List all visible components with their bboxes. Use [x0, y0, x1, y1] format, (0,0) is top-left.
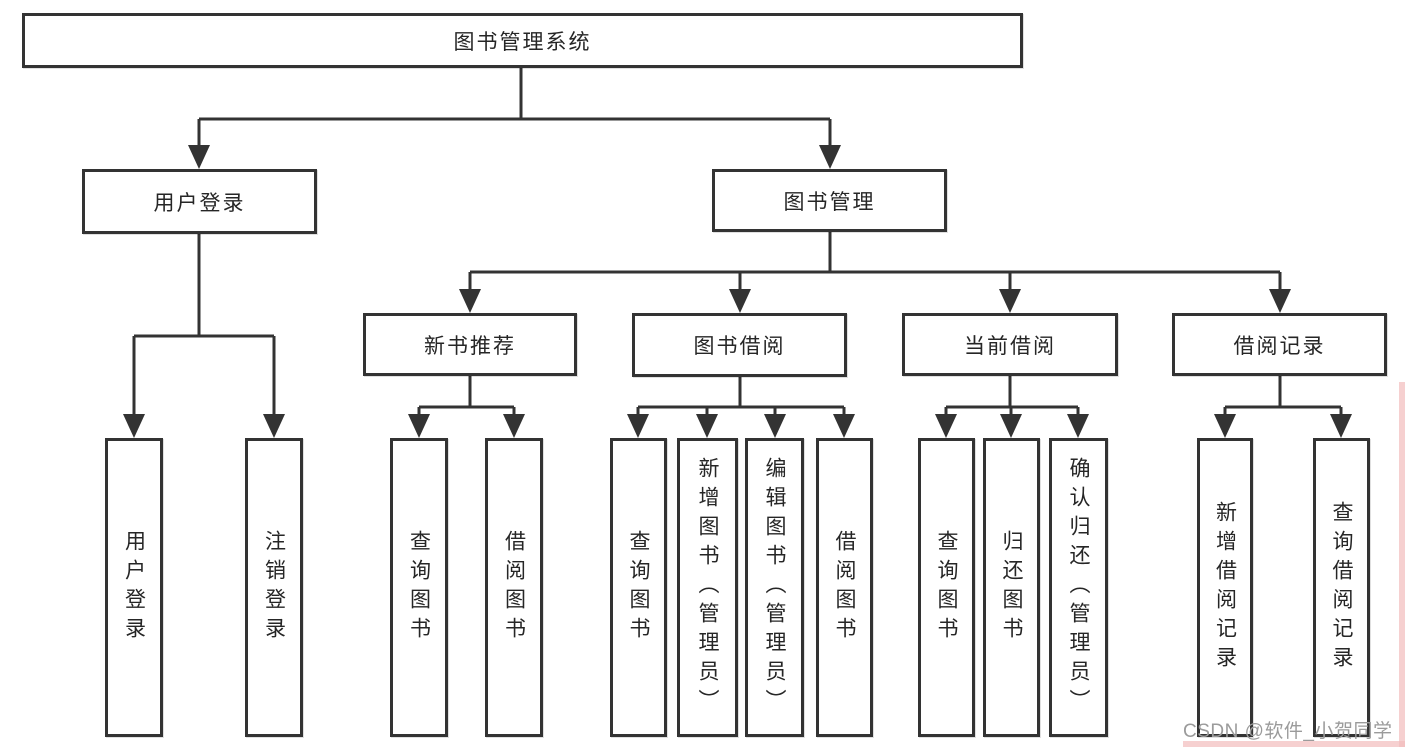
arrow-down-icon [459, 289, 481, 313]
leaf-edit-books-admin-label: 编辑图书（管理员） [763, 457, 786, 718]
arrow-down-icon [503, 414, 525, 438]
leaf-user-login-label: 用户登录 [122, 529, 146, 646]
leaf-edit-books-admin: 编辑图书（管理员） [745, 438, 804, 737]
connector-new-book-split [417, 376, 516, 420]
arrow-down-icon [764, 414, 786, 438]
leaf-recommend-borrow-books: 借阅图书 [485, 438, 543, 737]
leaf-logout: 注销登录 [245, 438, 303, 737]
arrow-down-icon [1269, 289, 1291, 313]
node-root: 图书管理系统 [22, 13, 1023, 68]
leaf-borrow-books: 借阅图书 [816, 438, 873, 737]
leaf-confirm-return-admin-label: 确认归还（管理员） [1067, 457, 1090, 718]
leaf-add-borrow-record-label: 新增借阅记录 [1213, 500, 1237, 675]
arrow-down-icon [123, 414, 145, 438]
leaf-add-borrow-record: 新增借阅记录 [1197, 438, 1253, 737]
leaf-borrow-query-books: 查询图书 [610, 438, 667, 737]
leaf-recommend-borrow-books-label: 借阅图书 [502, 529, 526, 646]
leaf-return-books-label: 归还图书 [1000, 529, 1023, 646]
arrow-down-icon [696, 414, 718, 438]
leaf-query-borrow-record: 查询借阅记录 [1313, 438, 1370, 737]
node-user-login: 用户登录 [82, 169, 317, 234]
node-book-management-label: 图书管理 [783, 190, 876, 214]
node-root-label: 图书管理系统 [453, 30, 592, 54]
arrow-down-icon [1330, 414, 1352, 438]
arrow-down-icon [263, 414, 285, 438]
leaf-recommend-query-books-label: 查询图书 [407, 529, 431, 646]
leaf-add-books-admin-label: 新增图书（管理员） [696, 457, 719, 718]
arrowheads [123, 145, 1352, 438]
edge-tint-bottom [1183, 741, 1405, 747]
connector-borrow-records-split [1223, 376, 1343, 420]
arrow-down-icon [729, 289, 751, 313]
arrow-down-icon [1000, 414, 1022, 438]
csdn-watermark: CSDN @软件_小贺同学 [1183, 721, 1393, 742]
leaf-current-query-books: 查询图书 [918, 438, 975, 737]
node-new-book-recommend-label: 新书推荐 [424, 334, 516, 358]
leaf-current-query-books-label: 查询图书 [935, 529, 958, 646]
node-book-borrow: 图书借阅 [632, 313, 847, 377]
arrow-down-icon [408, 414, 430, 438]
arrow-down-icon [1214, 414, 1236, 438]
arrow-down-icon [935, 414, 957, 438]
leaf-return-books: 归还图书 [983, 438, 1040, 737]
arrow-down-icon [833, 414, 855, 438]
leaf-confirm-return-admin: 确认归还（管理员） [1049, 438, 1108, 737]
leaf-add-books-admin: 新增图书（管理员） [677, 438, 738, 737]
leaf-borrow-books-label: 借阅图书 [833, 529, 856, 646]
node-new-book-recommend: 新书推荐 [363, 313, 577, 376]
arrow-down-icon [999, 289, 1021, 313]
connector-user-login-split [132, 234, 276, 420]
arrow-down-icon [1067, 414, 1089, 438]
leaf-user-login: 用户登录 [105, 438, 163, 737]
arrow-down-icon [819, 145, 841, 169]
arrow-down-icon [188, 145, 210, 169]
node-borrow-records: 借阅记录 [1172, 313, 1387, 376]
connector-root-split [197, 68, 832, 151]
arrow-down-icon [627, 414, 649, 438]
connector-book-management-split [468, 232, 1282, 295]
node-book-management: 图书管理 [712, 169, 947, 232]
node-user-login-label: 用户登录 [153, 191, 246, 215]
node-current-borrow-label: 当前借阅 [964, 334, 1056, 358]
leaf-logout-label: 注销登录 [262, 529, 286, 646]
leaf-borrow-query-books-label: 查询图书 [627, 529, 650, 646]
connector-book-borrow-split [636, 377, 846, 420]
node-borrow-records-label: 借阅记录 [1233, 334, 1326, 358]
leaf-recommend-query-books: 查询图书 [390, 438, 448, 737]
node-book-borrow-label: 图书借阅 [693, 335, 786, 358]
node-current-borrow: 当前借阅 [902, 313, 1118, 376]
connector-current-borrow-split [944, 376, 1080, 420]
leaf-query-borrow-record-label: 查询借阅记录 [1330, 500, 1353, 675]
edge-tint-right [1399, 382, 1405, 747]
